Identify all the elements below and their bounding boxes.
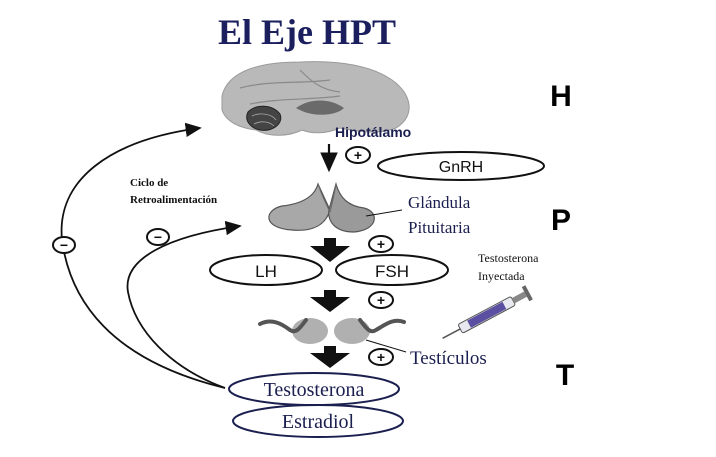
pituitary-label: Glándula Pituitaria [408, 193, 475, 237]
thick-down-arrow-3 [310, 346, 350, 368]
testes-illustration [258, 318, 406, 344]
svg-text:+: + [377, 292, 385, 308]
pituitary-gland-illustration [268, 181, 375, 233]
syringe-icon [442, 285, 533, 339]
svg-text:−: − [154, 229, 162, 245]
lh-label: LH [255, 262, 277, 281]
estradiol-label: Estradiol [282, 411, 355, 433]
injected-testosterone-label: Testosterona Inyectada [478, 251, 541, 283]
feedback-arrow-inner [126, 220, 242, 389]
level-label-t: T [556, 359, 574, 392]
gnrh-hormone: GnRH [377, 151, 545, 181]
lh-hormone: LH [209, 254, 323, 286]
level-label-p: P [551, 204, 571, 237]
plus-sign-lh-fsh: + [368, 235, 394, 253]
testosterone-label: Testosterona [264, 379, 365, 401]
svg-text:−: − [60, 237, 68, 253]
testosterone-hormone: Testosterona [228, 372, 400, 406]
minus-sign-inner: − [146, 228, 170, 246]
hypothalamus-label: Hipotálamo [335, 124, 411, 140]
svg-text:+: + [377, 349, 385, 365]
plus-sign-testes: + [368, 291, 394, 309]
plus-sign-sex-hormones: + [368, 348, 394, 366]
level-label-h: H [550, 80, 572, 113]
thick-down-arrow-1 [310, 238, 350, 262]
svg-text:+: + [354, 147, 362, 163]
testes-label: Testículos [410, 348, 487, 369]
gnrh-label: GnRH [439, 159, 483, 176]
estradiol-hormone: Estradiol [232, 404, 404, 438]
testes-pointer-line [365, 339, 407, 353]
brain-illustration [221, 61, 410, 136]
pituitary-pointer-line [365, 209, 403, 217]
minus-sign-outer: − [52, 236, 76, 254]
fsh-hormone: FSH [335, 254, 449, 286]
svg-text:+: + [377, 236, 385, 252]
page-title: El Eje HPT [218, 12, 396, 52]
plus-sign-gnrh: + [345, 146, 371, 164]
fsh-label: FSH [375, 262, 409, 281]
thick-down-arrow-2 [310, 290, 350, 312]
feedback-loop-label: Ciclo de Retroalimentación [130, 177, 217, 206]
